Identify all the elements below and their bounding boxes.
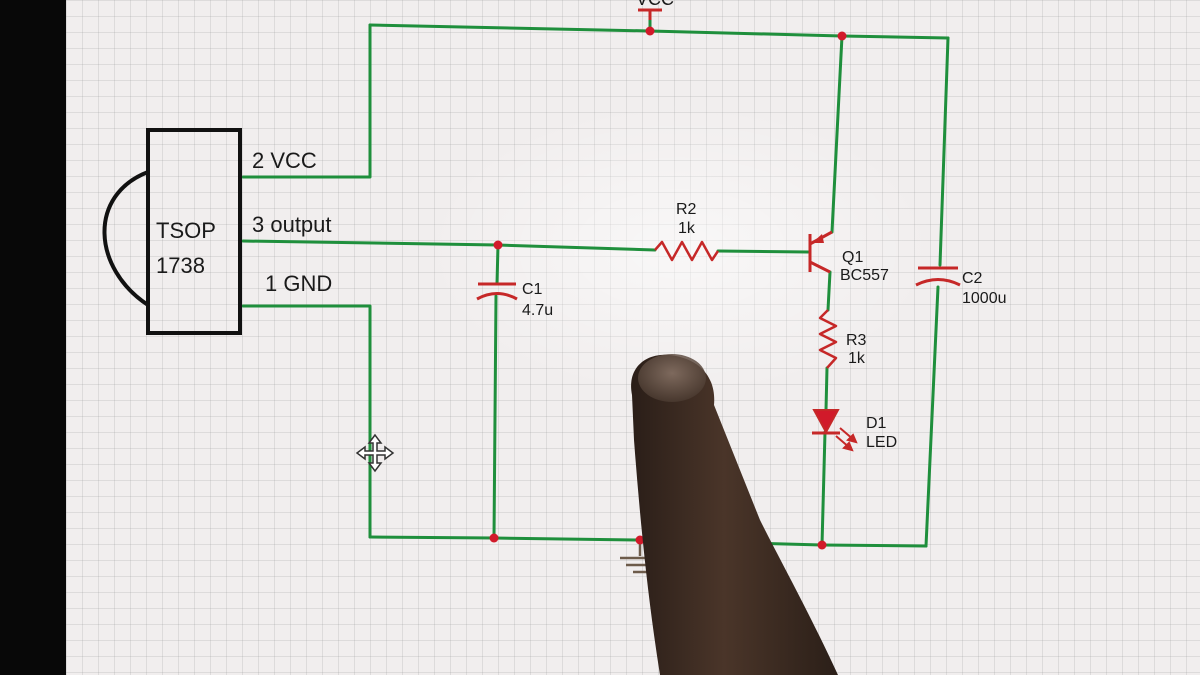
capacitor-c2[interactable]: C2 1000u [915, 266, 1007, 307]
c2-value-label: 1000u [962, 290, 1007, 307]
tsop-pin3-label: 3 output [252, 212, 332, 237]
led-emission-arrows-icon [835, 427, 858, 452]
wire-collector-to-r3[interactable] [826, 270, 832, 312]
tsop-name-line1: TSOP [156, 218, 216, 243]
r3-value-label: 1k [848, 350, 866, 367]
wire-r2-to-base[interactable] [716, 249, 810, 254]
resistor-r3[interactable]: R3 1k [818, 309, 867, 369]
led-d1[interactable]: D1 LED [812, 409, 897, 452]
junction-emitter [837, 31, 847, 41]
junction-dots [489, 26, 847, 550]
vcc-label: VCC [636, 0, 674, 9]
r2-value-label: 1k [678, 220, 696, 237]
c1-ref-label: C1 [522, 281, 543, 298]
d1-value-label: LED [866, 434, 897, 451]
junction-output [493, 240, 503, 250]
wire-tsop-output[interactable] [241, 239, 657, 252]
monitor-bezel [0, 0, 78, 675]
wire-c2-lower[interactable] [924, 285, 940, 548]
wire-vcc-top[interactable] [368, 23, 950, 40]
resistor-r2[interactable]: R2 1k [654, 201, 720, 262]
wire-led-to-gnd[interactable] [820, 430, 827, 547]
tsop-body [146, 128, 242, 335]
capacitor-c1[interactable]: C1 4.7u [476, 281, 553, 319]
tsop-pin1-label: 1 GND [265, 271, 332, 296]
junction-vcc [645, 26, 655, 36]
r3-ref-label: R3 [846, 332, 867, 349]
wire-r3-to-led[interactable] [824, 366, 829, 412]
c1-value-label: 4.7u [522, 302, 553, 319]
move-cursor-icon [355, 433, 395, 473]
wire-c1-top[interactable] [495, 243, 500, 286]
c2-ref-label: C2 [962, 270, 983, 287]
junction-gnd-c1 [489, 533, 499, 543]
r2-ref-label: R2 [676, 201, 697, 218]
tsop-module[interactable]: TSOP 1738 2 VCC 3 output 1 GND [102, 128, 332, 335]
junction-gnd-center [635, 535, 645, 545]
wire-tsop-vcc[interactable] [241, 23, 372, 179]
d1-ref-label: D1 [866, 415, 887, 432]
wire-emitter-to-vcc[interactable] [830, 34, 844, 234]
tsop-lens [102, 170, 150, 307]
tsop-name-line2: 1738 [156, 253, 205, 278]
transistor-q1[interactable]: Q1 BC557 [808, 230, 889, 284]
wire-c1-bottom[interactable] [492, 294, 498, 540]
junction-gnd-led [817, 540, 827, 550]
q1-ref-label: Q1 [842, 249, 863, 266]
q1-value-label: BC557 [840, 267, 889, 284]
wire-tsop-gnd[interactable] [241, 304, 372, 539]
pointing-finger [631, 354, 838, 675]
tsop-pin2-label: 2 VCC [252, 148, 317, 173]
wire-c2-right-rail[interactable] [938, 36, 950, 267]
vcc-symbol: VCC [636, 0, 674, 20]
